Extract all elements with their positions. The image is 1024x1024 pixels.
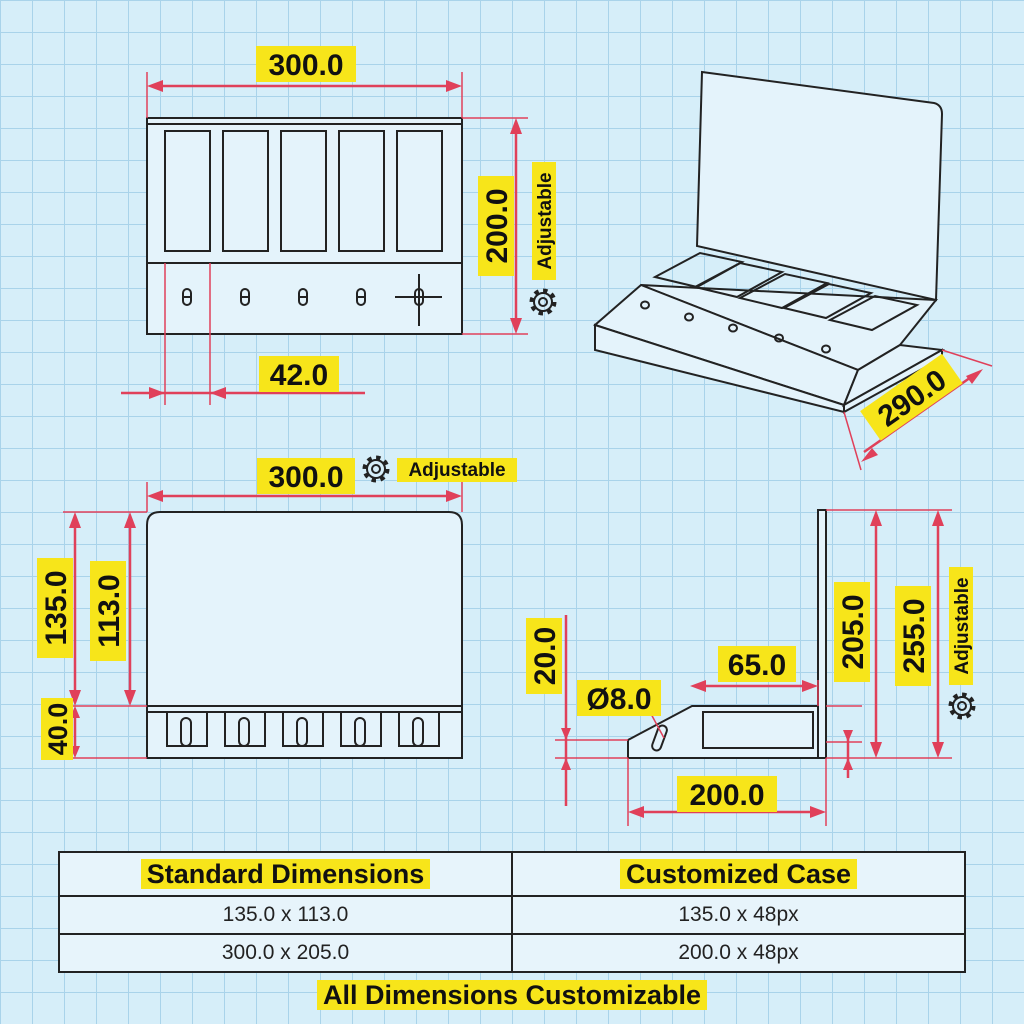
table-header-standard: Standard Dimensions [58, 851, 513, 897]
side-tray-width-label: 65.0 [728, 649, 786, 682]
front-panel-height-label: 113.0 [93, 574, 126, 647]
side-panel [817, 509, 827, 759]
isometric-view: 290.0 [593, 70, 993, 471]
table-cell: 300.0 x 205.0 [58, 933, 513, 973]
top-view-slots [164, 130, 443, 252]
footer-note: All Dimensions Customizable [0, 980, 1024, 1011]
front-view: 300.0 Adjustable 135.0 113.0 40.0 [37, 458, 517, 760]
front-base-height-label: 40.0 [43, 703, 73, 756]
table-row: 135.0 x 113.0 135.0 x 48px [58, 895, 966, 935]
front-base [146, 705, 463, 759]
side-adjustable-label: Adjustable [952, 577, 973, 674]
gear-icon [532, 291, 554, 313]
footer-text: All Dimensions Customizable [316, 980, 708, 1010]
table-cell: 135.0 x 48px [511, 895, 966, 935]
side-base-length-label: 200.0 [689, 779, 764, 812]
gear-icon [365, 458, 387, 480]
iso-slots [652, 251, 920, 332]
slot-width-label: 42.0 [270, 359, 328, 392]
front-slots [166, 711, 440, 747]
top-view-height-label: 200.0 [481, 188, 514, 263]
table-cell: 135.0 x 113.0 [58, 895, 513, 935]
top-view-holes [182, 274, 442, 326]
side-base-rise-label: 20.0 [529, 627, 562, 685]
front-width-label: 300.0 [268, 461, 343, 494]
top-view-adjustable-label: Adjustable [535, 172, 556, 269]
iso-back-panel [695, 70, 944, 302]
technical-drawing: 300.0 200.0 Adjustable 42.0 [37, 46, 993, 826]
side-hole-diameter-label: Ø8.0 [586, 683, 651, 716]
table-header-row: Standard Dimensions Customized Case [58, 851, 966, 897]
side-base [627, 705, 819, 759]
table-row: 300.0 x 205.0 200.0 x 48px [58, 933, 966, 973]
top-view-width-label: 300.0 [268, 49, 343, 82]
table-header-customized: Customized Case [511, 851, 966, 897]
iso-holes [640, 300, 831, 354]
dimensions-table: Standard Dimensions Customized Case 135.… [58, 851, 966, 973]
table-cell: 200.0 x 48px [511, 933, 966, 973]
top-view: 300.0 200.0 Adjustable 42.0 [121, 46, 556, 405]
gear-icon [951, 695, 973, 717]
side-panel-height-label: 205.0 [837, 594, 870, 669]
front-adjustable-label: Adjustable [408, 460, 505, 481]
front-panel [146, 511, 463, 707]
side-view: 255.0 Adjustable 205.0 20.0 Ø8.0 [526, 509, 973, 826]
front-overall-height-label: 135.0 [40, 570, 73, 645]
side-overall-height-label: 255.0 [898, 598, 931, 673]
